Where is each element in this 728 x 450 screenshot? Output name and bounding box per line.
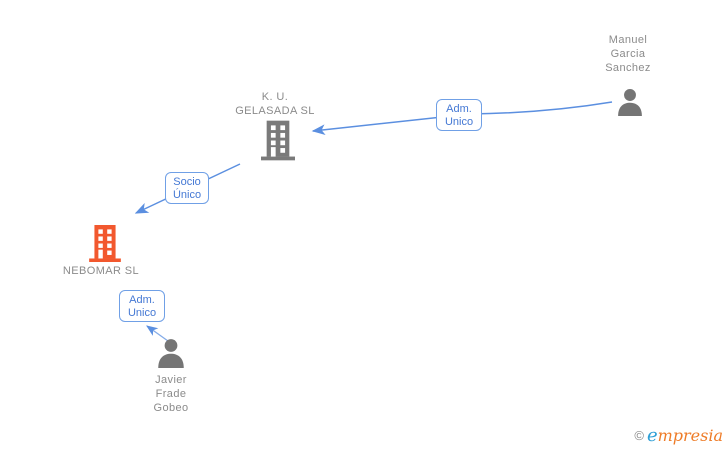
relation-box-socio-unico: Socio Único <box>165 172 209 204</box>
relation-label-line: Socio <box>173 176 201 188</box>
brand-name: mpresia <box>657 426 723 445</box>
node-manuel-garcia-sanchez[interactable] <box>616 87 644 117</box>
empresia-logo[interactable]: ©empresia <box>634 425 723 446</box>
name-line: Garcia <box>610 48 646 60</box>
name-line: Manuel <box>608 34 648 46</box>
node-label-ku-gelasada-sl[interactable]: K. U. GELASADA SL <box>235 90 315 118</box>
name-line: Javier <box>155 374 187 386</box>
name-line: Gobeo <box>153 402 189 414</box>
name-line: Sanchez <box>605 62 651 74</box>
brand-initial: e <box>646 425 658 446</box>
relation-label-line: Adm. <box>446 103 472 115</box>
relation-label-line: Adm. <box>129 294 155 306</box>
relation-label-line: Unico <box>444 116 474 128</box>
name-line: NEBOMAR SL <box>62 265 140 277</box>
person-icon <box>618 89 642 116</box>
relation-label-line: Unico <box>127 307 157 319</box>
name-line: Frade <box>155 388 187 400</box>
relation-box-adm-unico-bottom: Adm. Unico <box>119 290 165 322</box>
name-line: K. U. <box>261 91 289 103</box>
person-icon <box>158 339 184 368</box>
relation-box-adm-unico-top: Adm. Unico <box>436 99 482 131</box>
node-label-nebomar-sl[interactable]: NEBOMAR SL <box>63 264 139 278</box>
node-ku-gelasada-sl[interactable] <box>261 120 295 161</box>
edge-javier-to-nebomar <box>146 325 169 342</box>
copyright-icon: © <box>634 428 644 443</box>
building-icon <box>89 225 121 262</box>
name-line: GELASADA SL <box>235 105 315 117</box>
node-label-javier-frade-gobeo[interactable]: Javier Frade Gobeo <box>153 373 188 415</box>
building-icon <box>261 120 295 161</box>
node-nebomar-sl[interactable] <box>89 225 121 262</box>
node-javier-frade-gobeo[interactable] <box>156 338 186 368</box>
relation-label-line: Único <box>172 189 202 201</box>
node-label-manuel-garcia-sanchez[interactable]: Manuel Garcia Sanchez <box>605 33 651 75</box>
